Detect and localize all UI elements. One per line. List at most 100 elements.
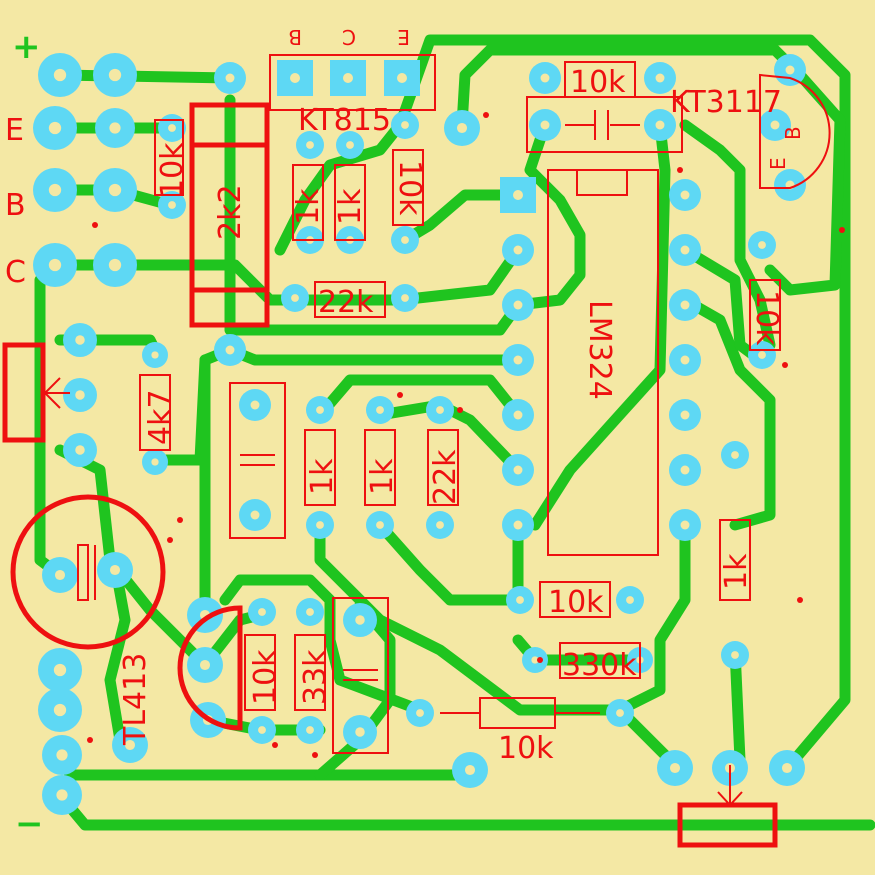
via-marker [92,222,98,228]
r-2k2-label: 2k2 [213,184,248,240]
drill-hole [436,406,444,414]
drill-hole [108,258,122,272]
via-marker [457,407,463,413]
drill-hole [456,122,468,134]
drill-hole [680,245,690,255]
drill-hole [250,510,260,520]
drill-hole [758,241,766,249]
drill-hole [316,406,324,414]
c-label: C [5,255,26,290]
drill-hole [53,663,67,677]
drill-hole [531,656,539,664]
via-marker [677,167,683,173]
drill-hole [225,345,235,355]
drill-hole [513,245,523,255]
drill-hole [680,520,690,530]
r-22k-mid-label: 22k [428,449,463,505]
drill-hole [655,73,665,83]
drill-hole [376,521,384,529]
drill-hole [516,596,524,604]
r-22k-top-label: 22k [318,285,374,320]
drill-hole [770,120,780,130]
r-4k7-label: 4k7 [143,389,178,445]
drill-hole [626,596,634,604]
r-10k-lower-label: 10k [548,585,604,620]
drill-hole [513,190,523,200]
via-marker [839,227,845,233]
drill-hole [680,355,690,365]
drill-hole [151,458,159,466]
pin-c-label: C [342,25,356,49]
b-label: B [5,188,26,223]
drill-hole [108,183,122,197]
drill-hole [258,608,266,616]
drill-hole [401,236,409,244]
drill-hole [290,73,300,83]
drill-hole [355,615,365,625]
r-10k-bottom-label: 10k [498,731,554,766]
drill-hole [306,141,314,149]
drill-hole [401,121,409,129]
drill-hole [540,120,550,130]
drill-hole [655,120,665,130]
drill-hole [355,727,365,737]
drill-hole [199,659,211,671]
pin-e-label: E [397,25,410,49]
drill-hole [669,762,681,774]
drill-hole [56,749,68,761]
drill-hole [75,335,85,345]
drill-hole [680,410,690,420]
drill-hole [306,608,314,616]
kt3117-b-label: B [781,126,805,140]
drill-hole [53,703,67,717]
drill-hole [397,73,407,83]
drill-hole [731,451,739,459]
r-1k-b-label: 1k [333,188,368,225]
via-marker [483,112,489,118]
via-marker [167,537,173,543]
r-top-10k-label: 10k [570,65,626,100]
drill-hole [225,73,235,83]
drill-hole [343,73,353,83]
drill-hole [151,351,159,359]
drill-hole [346,141,354,149]
r-330k-label: 330k [562,648,637,683]
kt3117-label: KT3117 [670,85,782,120]
drill-hole [758,351,766,359]
via-marker [397,392,403,398]
minus-label: − [15,804,44,844]
drill-hole [401,294,409,302]
drill-hole [56,789,68,801]
drill-hole [306,726,314,734]
drill-hole [109,122,121,134]
drill-hole [75,445,85,455]
drill-hole [291,294,299,302]
drill-hole [258,726,266,734]
drill-hole [513,300,523,310]
via-marker [312,752,318,758]
drill-hole [513,355,523,365]
drill-hole [513,520,523,530]
pin-b-label: B [288,25,302,49]
drill-hole [781,762,793,774]
silkscreen [2,54,845,848]
lm324-label: LM324 [582,300,617,400]
drill-hole [109,564,121,576]
r-1k-mid-a-label: 1k [305,458,340,495]
r-10k-c-label: 10k [392,160,427,216]
e-label: E [5,113,24,148]
r-left-10k-label: 10k [155,142,190,198]
tl413-label: TL413 [118,653,153,746]
drill-hole [680,190,690,200]
drill-hole [513,465,523,475]
drill-hole [168,124,176,132]
drill-hole [616,709,624,717]
via-marker [87,737,93,743]
kt3117-e-label: E [766,157,790,170]
drill-hole [680,300,690,310]
drill-hole [48,121,62,135]
r-10k-right-label: 10k [749,290,784,346]
r-33k-label: 33k [298,649,333,705]
r-1k-mid-b-label: 1k [365,458,400,495]
